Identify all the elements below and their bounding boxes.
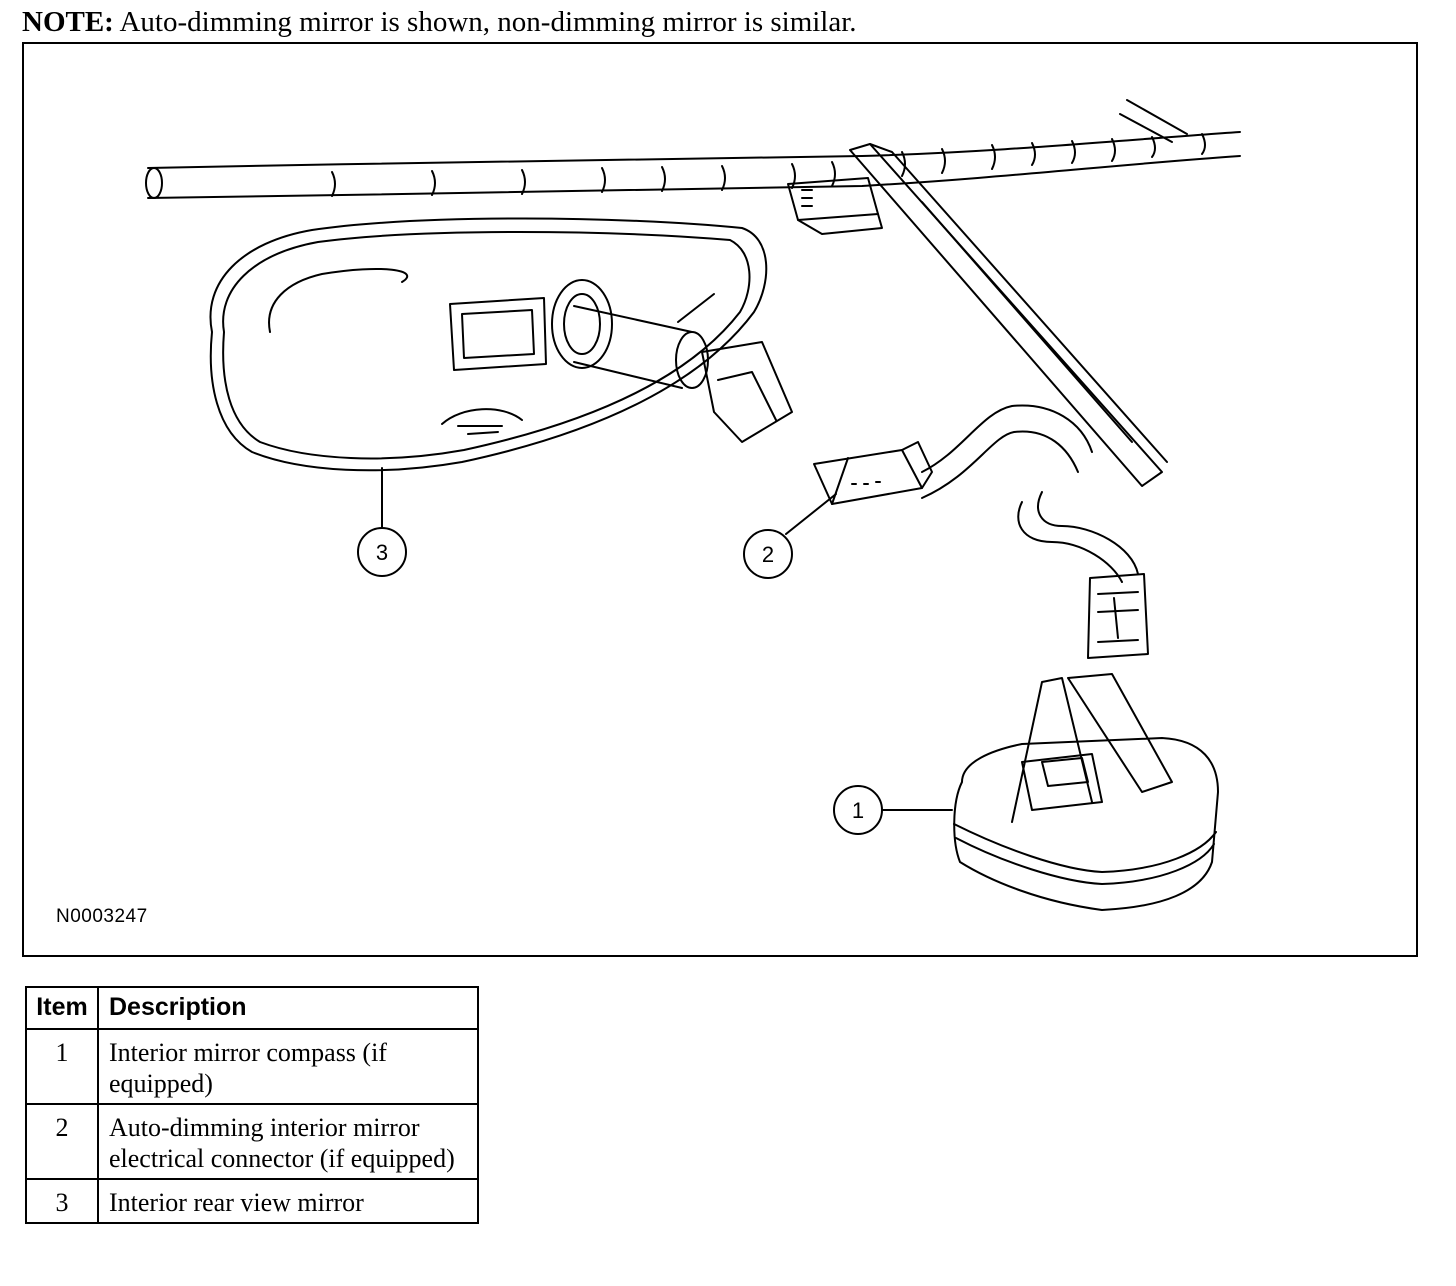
mirror-diagram: 3 2 1 N0003247 (22, 42, 1418, 957)
harness-connector (787, 177, 883, 235)
mount-bracket (849, 143, 1168, 487)
figure-id: N0003247 (56, 906, 148, 927)
row-item-number: 1 (25, 1028, 99, 1105)
mirror-stem (573, 293, 793, 443)
callout-3 (357, 467, 407, 577)
legend-table: Item Description 1 Interior mirror compa… (25, 986, 479, 1224)
note-body: Auto-dimming mirror is shown, non-dimmin… (113, 6, 857, 38)
table-row: 1 Interior mirror compass (if equipped) (25, 1028, 479, 1105)
note-text: NOTE: Auto-dimming mirror is shown, non-… (22, 4, 857, 40)
compass-connector (1087, 573, 1149, 659)
diagram-drawing: 3 2 1 (145, 99, 1241, 911)
header-item: Item (25, 986, 99, 1030)
callout-1 (833, 785, 953, 835)
table-row: 3 Interior rear view mirror (25, 1178, 479, 1224)
row-description: Auto-dimming interior mirror electrical … (97, 1103, 479, 1180)
callout-3-number: 3 (376, 540, 388, 565)
table-header-row: Item Description (25, 986, 479, 1030)
callout-2-number: 2 (762, 542, 774, 567)
mirror-body (209, 217, 768, 472)
table-row: 2 Auto-dimming interior mirror electrica… (25, 1103, 479, 1180)
row-description: Interior rear view mirror (97, 1178, 479, 1224)
row-description: Interior mirror compass (if equipped) (97, 1028, 479, 1105)
connector-2-harness (813, 404, 1139, 583)
compass-base (953, 673, 1219, 911)
note-label: NOTE: (22, 6, 114, 38)
roof-harness (145, 99, 1241, 199)
row-item-number: 2 (25, 1103, 99, 1180)
callout-1-number: 1 (852, 798, 864, 823)
header-description: Description (97, 986, 479, 1030)
callout-2 (743, 493, 837, 579)
row-item-number: 3 (25, 1178, 99, 1224)
